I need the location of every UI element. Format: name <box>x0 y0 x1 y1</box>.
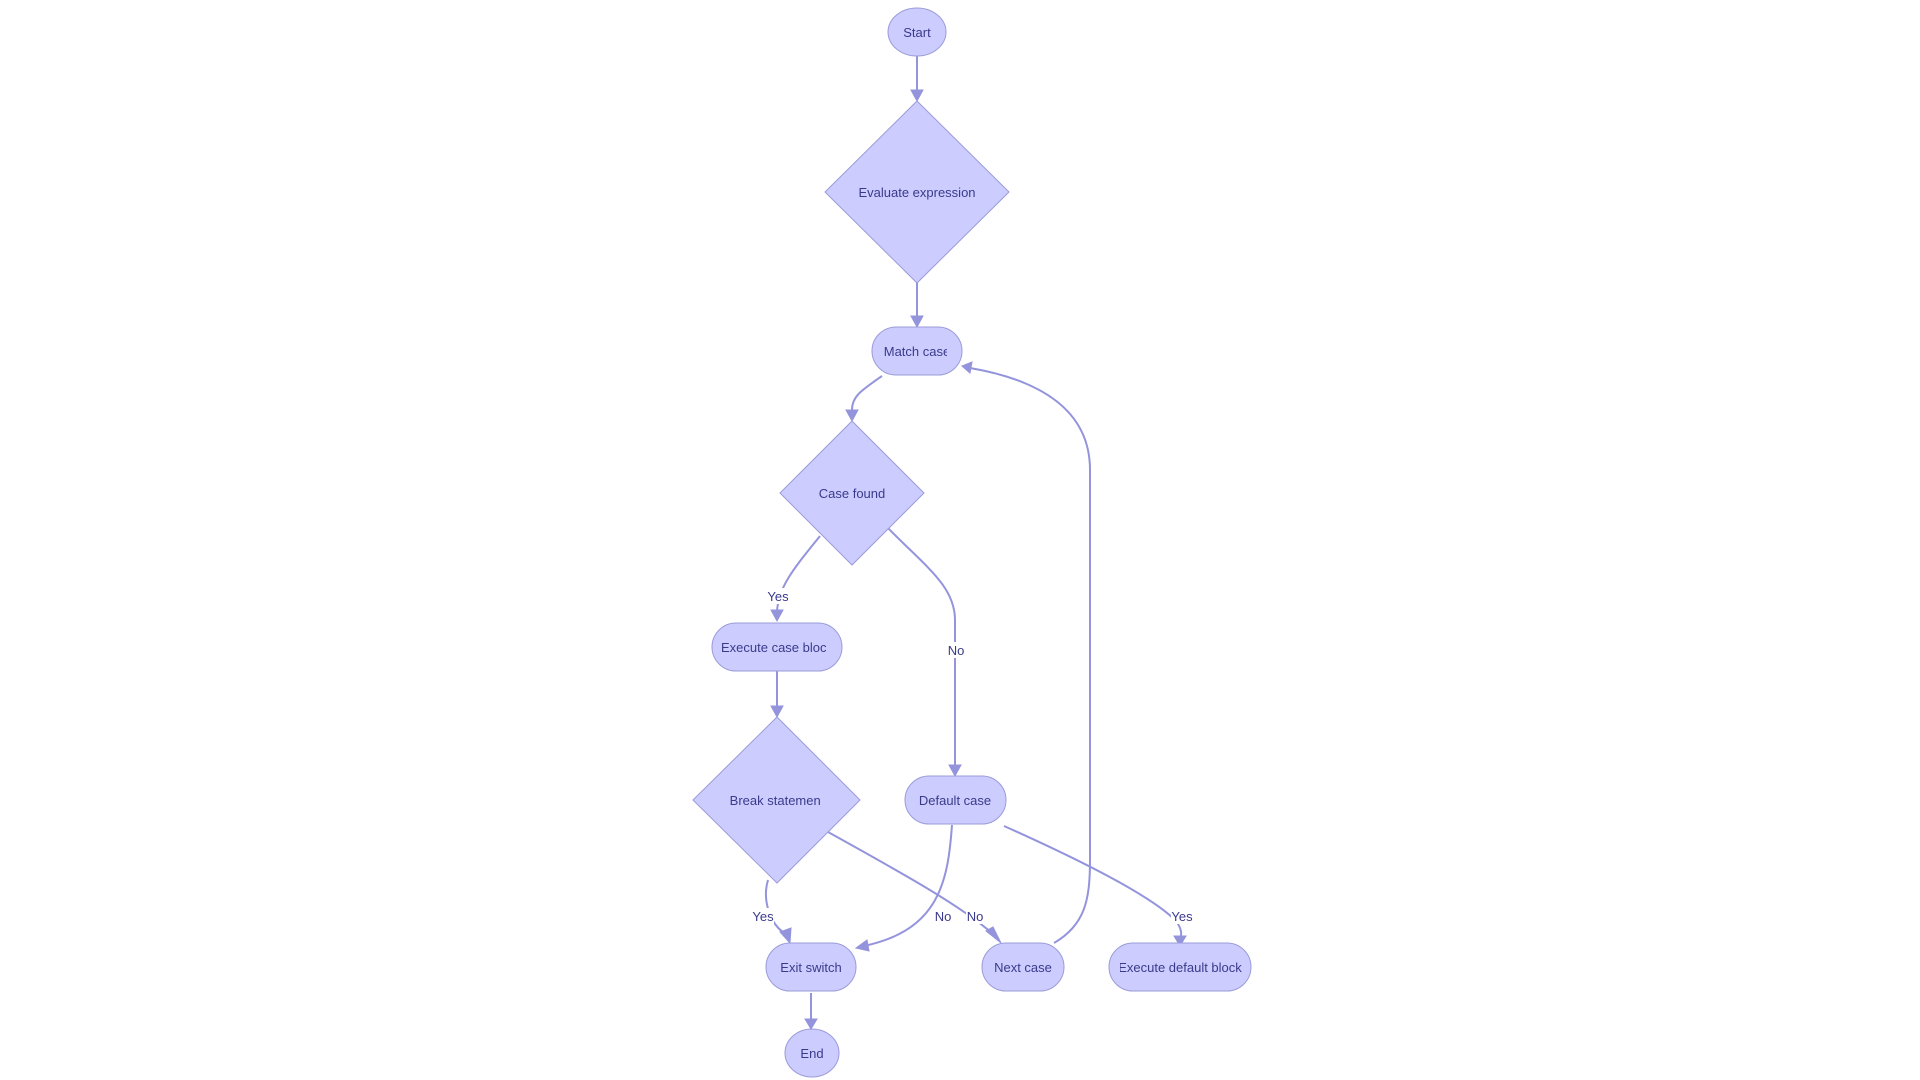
edge-break-yes-exit <box>765 879 787 935</box>
node-evaluate-label: Evaluate expression <box>858 185 975 200</box>
node-exit-switch-label: Exit switch <box>780 960 841 975</box>
arrowhead <box>845 409 859 423</box>
arrowhead <box>854 939 870 952</box>
arrowhead <box>770 705 784 719</box>
label-default-no: No <box>935 909 952 924</box>
edge-next-match <box>969 367 1091 944</box>
node-match: Match case <box>871 326 963 376</box>
node-case-found-label: Case found <box>819 486 886 501</box>
node-default-case: Default case <box>904 775 1007 825</box>
node-next-case-label: Next case <box>994 960 1052 975</box>
label-default-yes: Yes <box>1171 909 1193 924</box>
label-casefound-yes: Yes <box>767 589 789 604</box>
arrowhead <box>1173 935 1187 947</box>
node-start-label: Start <box>903 25 931 40</box>
node-execute-default-label: Execute default block <box>1118 960 1242 975</box>
node-match-label: Match case <box>884 344 950 359</box>
node-evaluate: Evaluate expression <box>824 100 1010 284</box>
node-execute-case: Execute case block <box>711 622 843 672</box>
edge-exit-end-group <box>804 993 818 1030</box>
label-break-no: No <box>967 909 984 924</box>
edge-default-no-exit <box>863 824 953 947</box>
edge-default-yes-execdefault <box>1003 825 1183 939</box>
node-execute-case-label: Execute case block <box>721 640 834 655</box>
edges <box>765 54 1187 952</box>
node-break-label: Break statement <box>730 793 825 808</box>
arrowhead <box>804 1018 818 1030</box>
node-default-case-label: Default case <box>919 793 991 808</box>
node-exit-switch: Exit switch <box>765 942 857 992</box>
node-end: End <box>784 1028 840 1078</box>
edge-match-casefound <box>851 375 883 411</box>
label-casefound-no: No <box>948 643 965 658</box>
edge-casefound-yes <box>776 535 821 613</box>
node-next-case: Next case <box>981 942 1065 992</box>
nodes: Start Evaluate expression Match case Cas… <box>692 7 1252 1078</box>
arrowhead <box>770 609 784 623</box>
arrowhead <box>948 764 962 778</box>
arrowhead <box>779 927 792 945</box>
node-break: Break statement <box>692 716 861 884</box>
arrowhead <box>910 315 924 329</box>
node-case-found: Case found <box>779 420 925 566</box>
label-break-yes: Yes <box>752 909 774 924</box>
node-end-label: End <box>800 1046 823 1061</box>
arrowhead <box>910 89 924 103</box>
edge-labels: Yes No Yes No No Yes <box>752 588 1193 924</box>
edge-casefound-no <box>887 527 956 767</box>
node-execute-default: Execute default block <box>1108 942 1252 992</box>
arrowhead <box>961 361 973 374</box>
arrowhead <box>985 926 1002 944</box>
node-start: Start <box>887 7 947 57</box>
